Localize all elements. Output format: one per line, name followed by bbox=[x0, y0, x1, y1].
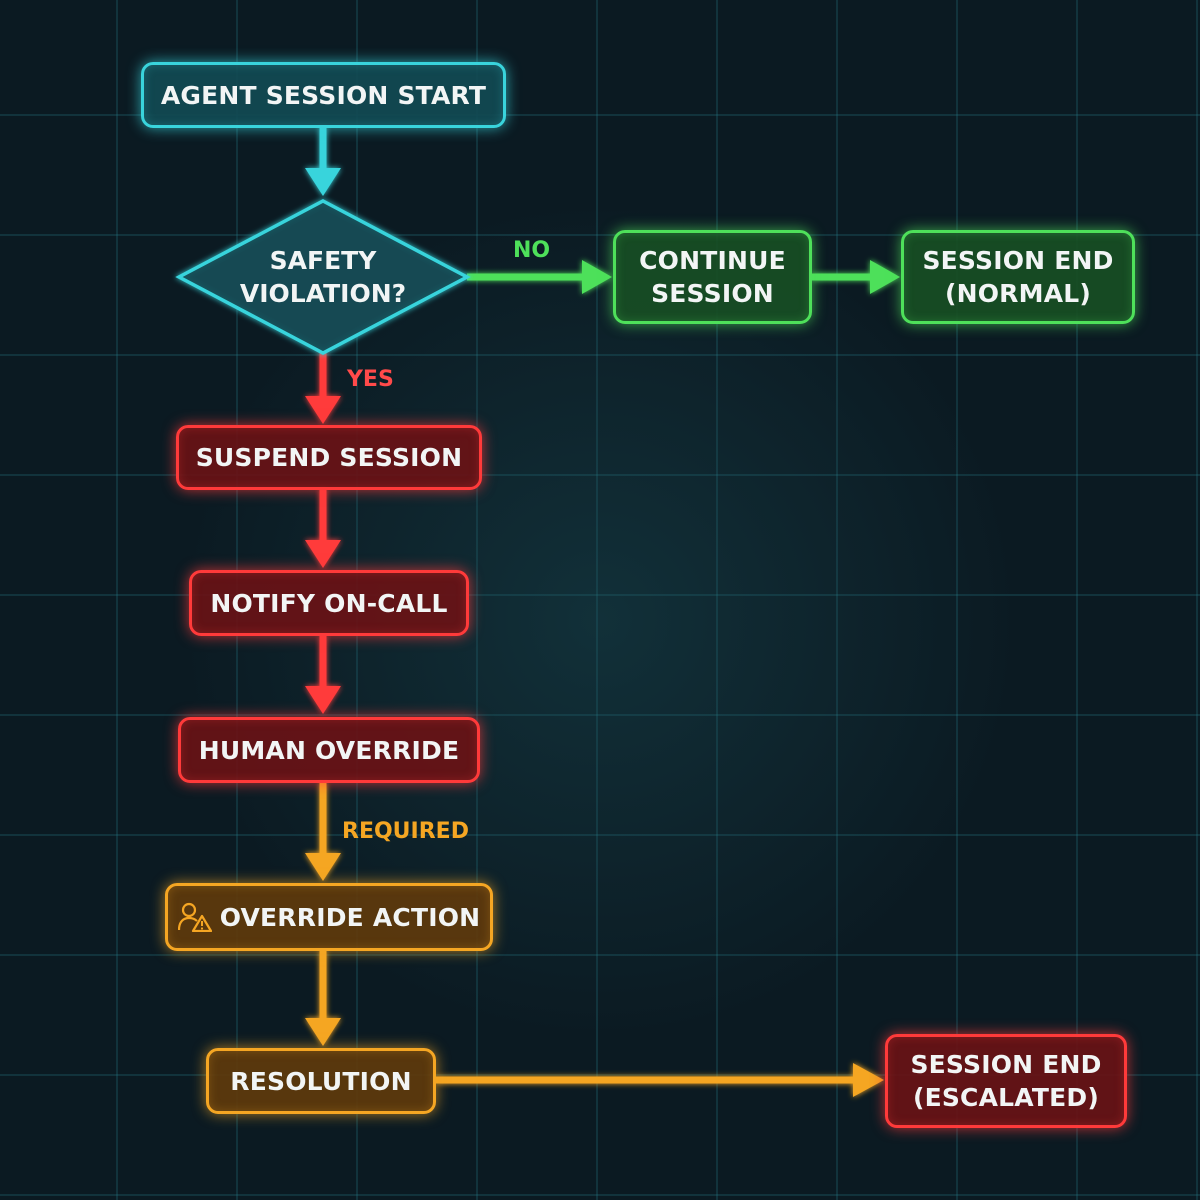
edge-suspend-to-notify bbox=[305, 489, 341, 568]
node-suspend-session: SUSPEND SESSION bbox=[176, 425, 482, 490]
node-session-end-escalated: SESSION END (ESCALATED) bbox=[885, 1034, 1127, 1128]
node-human-override: HUMAN OVERRIDE bbox=[178, 717, 480, 783]
edge-label-required: REQUIRED bbox=[342, 819, 469, 844]
edge-human-override-to-override-action bbox=[305, 783, 341, 881]
edge-decision-to-continue bbox=[467, 260, 612, 294]
override-action-label: OVERRIDE ACTION bbox=[219, 902, 481, 932]
edge-label-no: NO bbox=[513, 238, 551, 263]
node-session-end-normal: SESSION END (NORMAL) bbox=[901, 230, 1135, 324]
edge-decision-to-suspend bbox=[305, 352, 341, 424]
node-override-action: OVERRIDE ACTION bbox=[165, 883, 493, 951]
edge-label-yes: YES bbox=[347, 367, 394, 392]
node-notify-on-call: NOTIFY ON-CALL bbox=[189, 570, 469, 636]
node-resolution: RESOLUTION bbox=[206, 1048, 436, 1114]
edge-override-action-to-resolution bbox=[305, 951, 341, 1046]
node-safety-violation-decision: SAFETY VIOLATION? bbox=[239, 246, 407, 308]
edge-start-to-decision bbox=[305, 127, 341, 196]
node-continue-session: CONTINUE SESSION bbox=[613, 230, 812, 324]
edge-resolution-to-end-escalated bbox=[436, 1063, 884, 1097]
decision-diamond-shape bbox=[175, 199, 471, 355]
edge-notify-to-human-override bbox=[305, 636, 341, 714]
user-warning-icon bbox=[177, 902, 212, 932]
edge-continue-to-end-normal bbox=[812, 260, 900, 294]
node-agent-session-start: AGENT SESSION START bbox=[141, 62, 506, 128]
